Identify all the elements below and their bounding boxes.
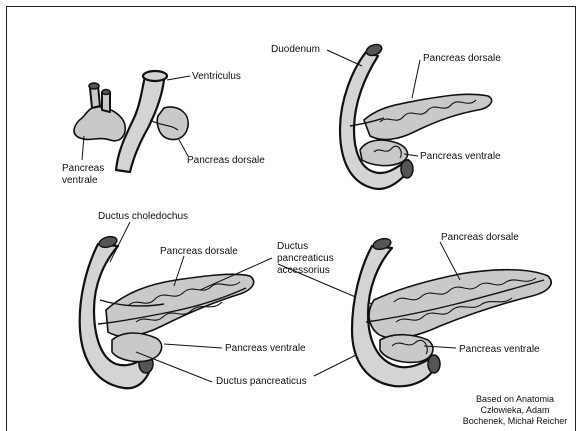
label-ductus-choledochus: Ductus choledochus [98, 211, 188, 222]
leader-pancreas-dorsale-4 [440, 242, 460, 280]
label-pancreas-dorsale-3: Pancreas dorsale [160, 246, 238, 257]
stub-cut-1 [89, 83, 99, 89]
leader-pancreas-dorsale-1 [178, 138, 188, 156]
pancreas-bud-ventral [74, 107, 125, 141]
label-pancreas-dorsale-2: Pancreas dorsale [423, 53, 501, 64]
credit-line-1: Based on Anatomia [476, 394, 554, 404]
label-pancreas-ventrale-3: Pancreas ventrale [225, 343, 306, 354]
leader-ventriculus [167, 76, 190, 80]
label-duodenum: Duodenum [271, 44, 320, 55]
stage-1-drawing [74, 71, 188, 172]
label-pancreas-ventrale-1b: ventrale [62, 175, 98, 186]
label-ductus-pancreaticus: Ductus pancreaticus [216, 376, 307, 387]
pancreas-4-shape [369, 270, 551, 338]
pancreas-ventrale-4-shape [380, 335, 433, 363]
label-pancreas-dorsale-1: Pancreas dorsale [187, 155, 265, 166]
label-ductus-accessorius-1: Ductus [277, 241, 308, 252]
credit-line-2: Człowieka, Adam [480, 405, 549, 415]
pancreas-bud-dorsal [157, 107, 188, 140]
ventriculus-opening [143, 71, 167, 81]
stage-4-drawing [352, 237, 551, 386]
pancreas-dorsale-2-shape [364, 94, 492, 139]
label-ductus-accessorius-3: accessorius [277, 265, 330, 276]
stage-3-drawing [80, 235, 254, 388]
stage-2-drawing [340, 43, 492, 189]
label-pancreas-ventrale-2: Pancreas ventrale [420, 151, 501, 162]
pancreas-ventrale-2-shape [360, 140, 408, 166]
credit-line-3: Bochenek, Michał Reicher [463, 416, 568, 426]
label-pancreas-ventrale-1a: Pancreas [62, 163, 104, 174]
pancreas-ventrale-3-shape [112, 333, 162, 362]
label-ductus-accessorius-2: pancreaticus [277, 253, 334, 264]
duodenum-cut-bottom-2 [401, 160, 413, 178]
leader-pancreas-dorsale-2 [412, 60, 420, 98]
stub-cut-2 [102, 90, 110, 95]
label-pancreas-dorsale-4: Pancreas dorsale [441, 232, 519, 243]
label-pancreas-ventrale-4: Pancreas ventrale [459, 344, 540, 355]
label-ventriculus: Ventriculus [192, 71, 241, 82]
leader-duodenum [327, 50, 362, 66]
leader-pancreas-ventrale-3 [164, 344, 222, 348]
